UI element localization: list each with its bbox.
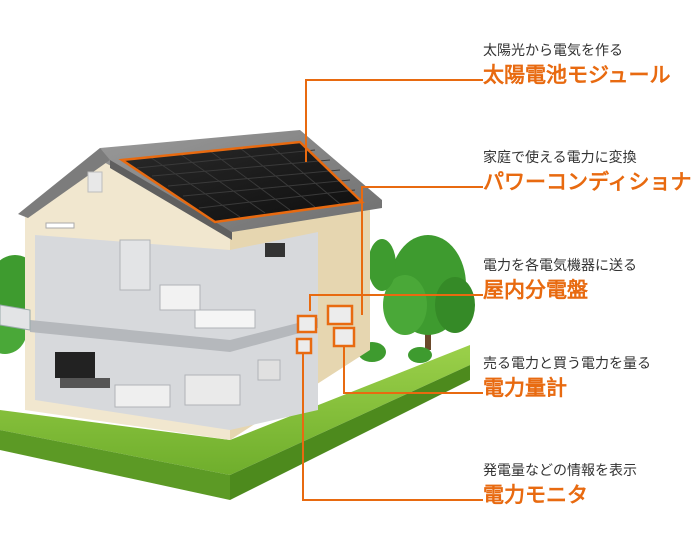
- callout-title: 電力量計: [483, 376, 567, 400]
- leader-line-distribution-board: [309, 294, 483, 311]
- callout-description: 家庭で使える電力に変換: [483, 150, 637, 166]
- lawn: [0, 345, 470, 475]
- callout-description: 太陽光から電気を作る: [483, 43, 623, 59]
- callout-title: パワーコンディショナ: [483, 170, 692, 194]
- tree-right: [368, 235, 475, 350]
- solar-panel-array: [122, 142, 362, 222]
- leader-line-solar: [305, 79, 483, 162]
- callout-title: 太陽電池モジュール: [483, 63, 671, 87]
- power-monitor-device: [295, 337, 313, 355]
- callout-solar-module: 太陽光から電気を作る 太陽電池モジュール: [483, 42, 671, 88]
- electricity-meter-device: [332, 326, 356, 348]
- leader-lines: [302, 79, 483, 501]
- callout-title: 電力モニタ: [483, 483, 588, 507]
- callout-power-conditioner: 家庭で使える電力に変換 パワーコンディショナ: [483, 149, 692, 195]
- callout-electricity-meter: 売る電力と買う電力を量る 電力量計: [483, 355, 651, 401]
- callout-description: 発電量などの情報を表示: [483, 463, 637, 479]
- leader-line-power-conditioner: [361, 186, 483, 315]
- distribution-board-device: [296, 314, 318, 334]
- solar-panel-grid: [136, 144, 356, 218]
- callout-power-monitor: 発電量などの情報を表示 電力モニタ: [483, 462, 637, 508]
- callout-description: 電力を各電気機器に送る: [483, 258, 637, 274]
- callout-description: 売る電力と買う電力を量る: [483, 356, 651, 372]
- leader-line-monitor: [302, 352, 483, 501]
- power-conditioner-device: [326, 304, 354, 326]
- callout-title: 屋内分電盤: [483, 278, 588, 302]
- callout-distribution-board: 電力を各電気機器に送る 屋内分電盤: [483, 257, 637, 303]
- leader-line-meter: [343, 346, 483, 394]
